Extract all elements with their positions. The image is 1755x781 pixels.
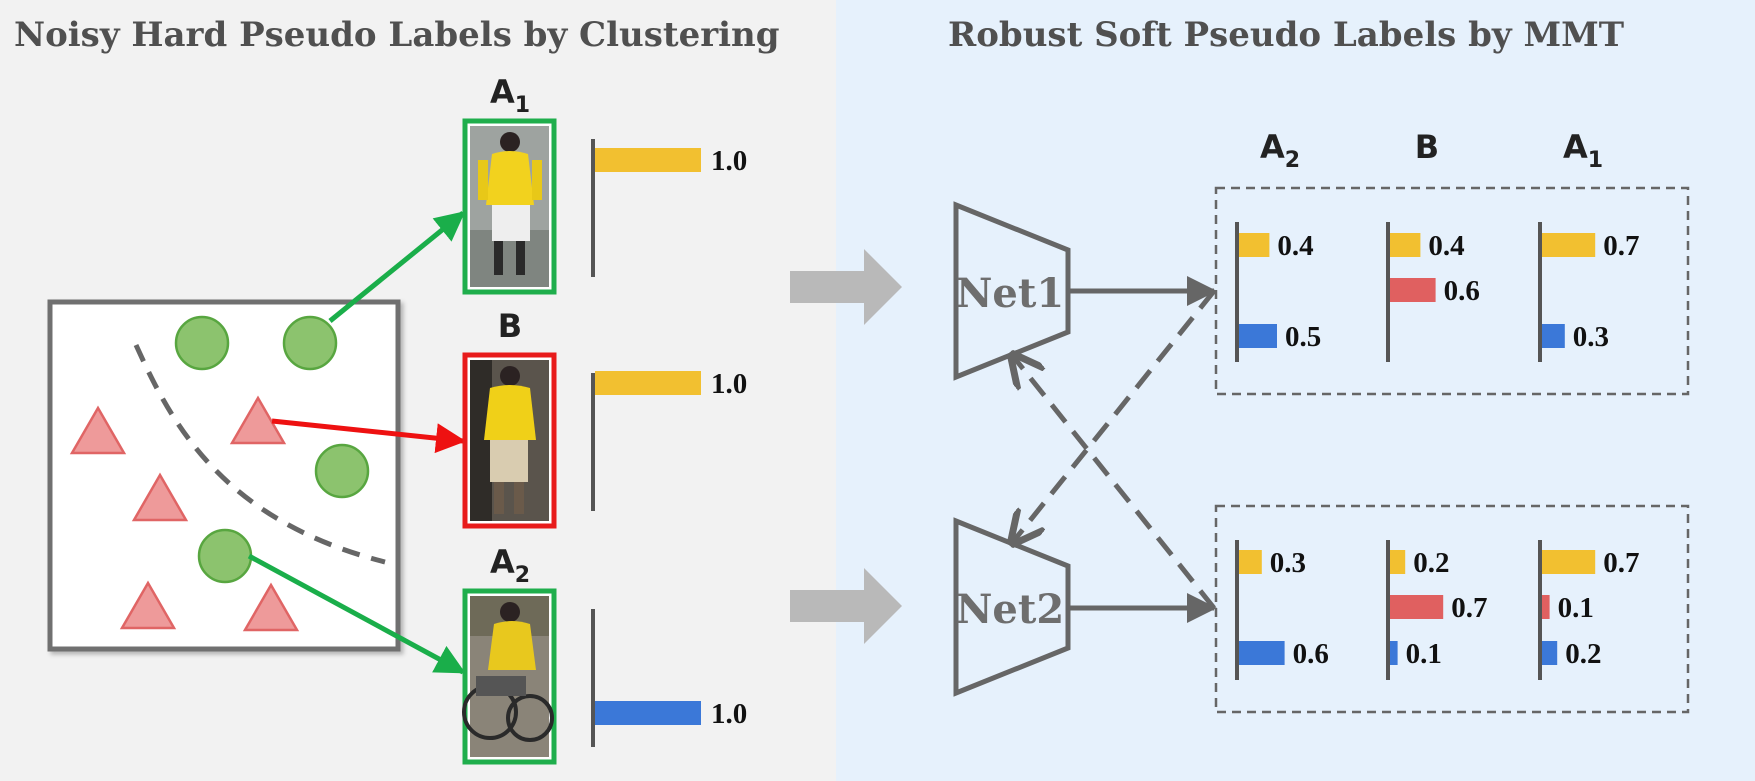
right-panel-background — [836, 0, 1755, 781]
network-net2: Net2 — [953, 517, 1071, 697]
soft-column-title-subscript: 1 — [1588, 148, 1603, 173]
hard-label-bar — [595, 148, 701, 172]
cluster-point-triangle — [69, 405, 127, 455]
cluster-point-triangle — [119, 580, 177, 630]
soft-label-value: 0.7 — [1603, 230, 1639, 262]
soft-column-title-main: A — [1260, 128, 1285, 166]
soft-label-value: 0.2 — [1565, 638, 1601, 670]
cluster-point-circle — [282, 315, 338, 371]
soft-label-bar-blue — [1542, 641, 1558, 665]
big-gray-arrow-lower — [790, 568, 902, 644]
soft-label-value: 0.6 — [1293, 638, 1329, 670]
hard-label-title-b-main: B — [498, 307, 522, 345]
soft-label-value: 0.1 — [1406, 638, 1442, 670]
dashed-arrow-net1-labels-to-net2 — [1012, 289, 1216, 543]
cluster-point-circle — [197, 528, 253, 584]
hard-label-bar — [595, 701, 701, 725]
soft-label-value: 0.3 — [1270, 547, 1306, 579]
net1-label: Net1 — [956, 270, 1064, 317]
soft-label-value: 0.5 — [1285, 321, 1321, 353]
soft-label-bars: 0.40.50.40.60.70.30.30.60.20.70.10.70.10… — [1235, 222, 1639, 680]
hard-label-title-a1: A1 — [490, 73, 530, 118]
soft-label-value: 0.3 — [1573, 321, 1609, 353]
hard-label-title-a1-main: A — [490, 73, 515, 111]
hard-label-bars: 1.0 1.0 1.0 — [591, 139, 747, 747]
hard-label-bar — [595, 371, 701, 395]
person-image-a1 — [462, 118, 557, 295]
soft-column-title-main: A — [1563, 128, 1588, 166]
soft-label-bar-yellow — [1390, 233, 1421, 257]
soft-column-title: B — [1415, 128, 1439, 166]
net1-trapezoid — [953, 201, 1071, 381]
cluster-point-triangle — [242, 582, 300, 632]
soft-label-bar-yellow — [1239, 550, 1262, 574]
hard-label-value: 1.0 — [711, 698, 747, 730]
soft-label-box-net1 — [1214, 186, 1690, 396]
soft-label-value: 0.7 — [1451, 592, 1487, 624]
hard-label-value: 1.0 — [711, 145, 747, 177]
right-heading: Robust Soft Pseudo Labels by MMT — [948, 15, 1624, 55]
soft-label-value: 0.1 — [1558, 592, 1594, 624]
arrow-circle-to-a2 — [247, 553, 466, 675]
net2-label: Net2 — [956, 586, 1064, 633]
person-image-a2 — [462, 588, 557, 765]
dashed-arrow-net2-labels-to-net1 — [1012, 355, 1216, 610]
soft-label-value: 0.2 — [1413, 547, 1449, 579]
soft-label-bar-red — [1542, 595, 1550, 619]
soft-column-title-main: B — [1415, 128, 1439, 166]
person-image-b — [462, 352, 557, 529]
soft-label-bar-blue — [1239, 641, 1285, 665]
soft-column-title: A2 — [1260, 128, 1300, 173]
soft-label-bar-yellow — [1542, 233, 1596, 257]
big-gray-arrow-upper — [790, 249, 902, 325]
cluster-point-circle — [314, 443, 370, 499]
cluster-boundary — [133, 343, 386, 565]
soft-column-title: A1 — [1563, 128, 1603, 173]
left-heading: Noisy Hard Pseudo Labels by Clustering — [14, 15, 780, 55]
soft-label-bar-blue — [1239, 324, 1277, 348]
hard-label-title-a2-main: A — [490, 543, 515, 581]
hard-label-title-a2-subscript: 2 — [515, 563, 530, 588]
hard-label-title-b: B — [498, 307, 522, 345]
hard-label-title-a2: A2 — [490, 543, 530, 588]
cluster-point-triangle — [131, 472, 189, 522]
soft-label-value: 0.4 — [1428, 230, 1464, 262]
soft-label-bar-red — [1390, 595, 1444, 619]
soft-label-bar-blue — [1542, 324, 1565, 348]
cluster-point-circle — [174, 315, 230, 371]
cluster-scatter — [47, 299, 401, 652]
hard-label-value: 1.0 — [711, 368, 747, 400]
soft-label-bar-red — [1390, 278, 1436, 302]
soft-label-bar-yellow — [1542, 550, 1596, 574]
soft-label-bar-yellow — [1239, 233, 1270, 257]
hard-label-title-a1-subscript: 1 — [515, 93, 530, 118]
soft-label-box-net2 — [1214, 504, 1690, 714]
soft-label-bar-blue — [1390, 641, 1398, 665]
arrow-triangle-to-b — [271, 418, 466, 454]
soft-label-value: 0.6 — [1444, 275, 1480, 307]
soft-label-value: 0.7 — [1603, 547, 1639, 579]
soft-label-value: 0.4 — [1277, 230, 1313, 262]
network-net1: Net1 — [953, 201, 1071, 381]
soft-column-title-subscript: 2 — [1285, 148, 1300, 173]
arrow-circle-to-a1 — [328, 211, 466, 323]
cluster-point-triangle — [229, 395, 287, 445]
soft-label-bar-yellow — [1390, 550, 1406, 574]
